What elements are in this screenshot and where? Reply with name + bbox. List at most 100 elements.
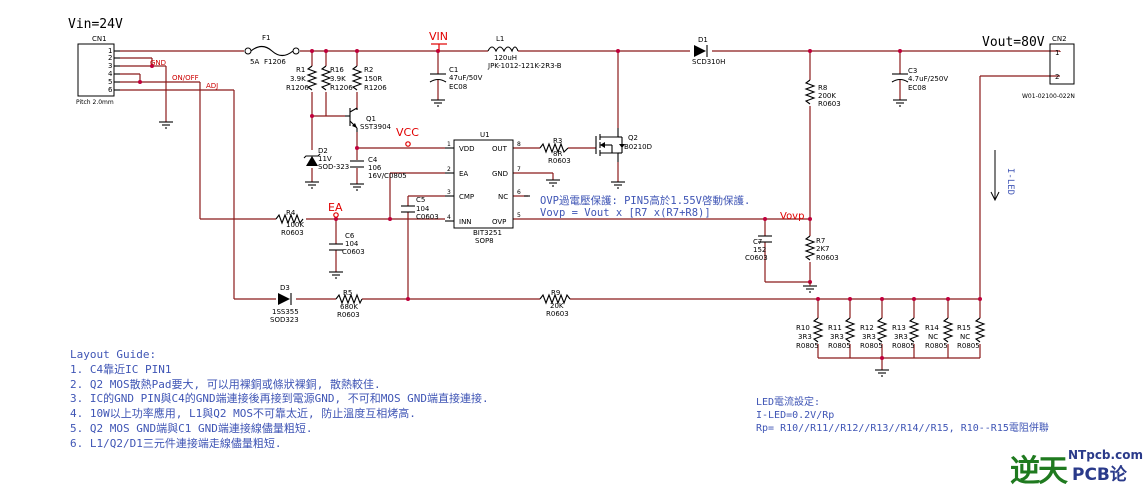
ground-icon-sense (875, 369, 889, 377)
r8-resistor-icon (804, 79, 816, 105)
led-current-note: LED電流設定: I-LED=0.2V/Rp Rp= R10//R11//R12… (756, 396, 1049, 435)
r14-package: R0805 (925, 342, 948, 350)
ground-icon-c6 (329, 271, 343, 279)
r3-package: R0603 (548, 157, 571, 165)
d1-package: SCD310H (692, 58, 725, 66)
r12-package: R0805 (860, 342, 883, 350)
r2-resistor-icon (351, 65, 363, 91)
r9-ref: R9 (551, 289, 560, 297)
c4-ref: C4 (368, 156, 378, 164)
cn1-pin-3: 3 (108, 62, 112, 70)
u1-pin-num-8: 8 (517, 141, 521, 148)
r12-value: 3R3 (862, 333, 876, 341)
u1-pin-vdd: VDD (459, 145, 475, 153)
c3-capacitor-icon (891, 73, 909, 107)
u1-pin-nc: NC (498, 193, 508, 201)
q1-value: SST3904 (360, 123, 392, 131)
c5-ref: C5 (416, 196, 425, 204)
r7-value: 2K7 (816, 245, 830, 253)
r5-resistor-icon (335, 293, 363, 305)
r5-ref: R5 (343, 289, 352, 297)
r11-value: 3R3 (830, 333, 844, 341)
c7-package: C0603 (745, 254, 768, 262)
u1-pin-cmp: CMP (459, 193, 474, 201)
layout-guide: Layout Guide: 1. C4靠近IC PIN1 2. Q2 MOS散熱… (70, 348, 489, 452)
cn2-note: W01-02100-022N (1022, 93, 1075, 100)
onoff-net-label: ON/OFF (172, 74, 199, 82)
q2-ref: Q2 (628, 134, 638, 142)
r16-value: 3.9K (330, 75, 346, 83)
q1-transistor-icon (345, 107, 358, 132)
r4-ref: R4 (286, 209, 296, 217)
logo-sup: NTpcb.com (1068, 448, 1143, 462)
c1-ref: C1 (449, 66, 458, 74)
r8-ref: R8 (818, 84, 827, 92)
cn1-pin-4: 4 (108, 70, 113, 78)
ground-icon-u1 (546, 179, 560, 187)
cn2-pin-2: 2 (1055, 73, 1059, 81)
r16-resistor-icon (320, 65, 332, 91)
layout-guide-item-2: 2. Q2 MOS散熱Pad要大, 可以用裸銅或條狀裸銅, 散熱較佳. (70, 377, 381, 391)
c6-value: 104 (345, 240, 359, 248)
q2-mosfet-icon (595, 128, 625, 162)
r10-resistor-icon (812, 317, 824, 343)
junctions (138, 49, 982, 360)
cn1-pin-6: 6 (108, 86, 113, 94)
u1-ref: U1 (480, 131, 490, 139)
r1-value: 3.9K (290, 75, 306, 83)
r10-value: 3R3 (798, 333, 812, 341)
wires (120, 50, 1061, 370)
vin-net-label: VIN (429, 30, 448, 43)
d1-diode-icon (694, 45, 708, 57)
r15-resistor-icon (974, 317, 986, 343)
r2-value: 150R (364, 75, 382, 83)
u1-pin-num-5: 5 (517, 212, 521, 219)
r8-package: R0603 (818, 100, 841, 108)
r10-ref: R10 (796, 324, 810, 332)
led-note-line2: Rp= R10//R11//R12//R13//R14//R15, R10--R… (756, 423, 1049, 434)
u1-pin-ovp: OVP (492, 218, 506, 226)
c1-value: 47uF/50V (449, 74, 483, 82)
c1-capacitor-icon (429, 73, 447, 107)
cn2-pin-1: 1 (1055, 49, 1059, 57)
ovp-note-line2: Vovp = Vout x [R7 x(R7+R8)] (540, 207, 711, 219)
d2-value: 11V (318, 155, 332, 163)
cn1-note: Pitch 2.0mm (76, 99, 114, 106)
led-note-title: LED電流設定: (756, 397, 821, 408)
l1-inductor-icon (487, 46, 519, 53)
layout-guide-item-1: 1. C4靠近IC PIN1 (70, 362, 172, 376)
r15-ref: R15 (957, 324, 971, 332)
r8-value: 200K (818, 92, 836, 100)
u1-package: SOP8 (475, 237, 494, 245)
layout-guide-item-6: 6. L1/Q2/D1三元件連接端走線儘量粗短. (70, 436, 282, 450)
u1-pin-num-4: 4 (447, 214, 451, 221)
r11-ref: R11 (828, 324, 842, 332)
r2-package: R1206 (364, 84, 387, 92)
vout-title: Vout=80V (982, 35, 1045, 50)
r13-ref: R13 (892, 324, 906, 332)
led-note-line1: I-LED=0.2V/Rp (756, 410, 835, 421)
layout-guide-title: Layout Guide: (70, 348, 157, 361)
r13-package: R0805 (892, 342, 915, 350)
r3-value: 8R (553, 150, 562, 158)
c4-package: 16V/C0805 (368, 172, 407, 180)
ea-net-label: EA (328, 201, 343, 214)
cn1-pin-1: 1 (108, 47, 112, 55)
d3-value: 1SS355 (272, 308, 299, 316)
r4-value: 100K (286, 221, 304, 229)
i-led-arrow-icon (990, 150, 1000, 202)
layout-guide-item-3: 3. IC的GND PIN與C4的GND端連接後再接到電源GND, 不可和MOS… (70, 392, 489, 406)
r12-ref: R12 (860, 324, 874, 332)
cn1-connector: CN1 1 2 3 4 5 6 Pitch 2.0mm (76, 35, 120, 106)
r14-resistor-icon (942, 317, 954, 343)
ground-icon-cn1 (159, 121, 173, 129)
r13-value: 3R3 (894, 333, 908, 341)
adj-net-label: ADJ (206, 82, 218, 90)
c7-ref: C7 (753, 238, 762, 246)
ground-icon-q2 (611, 181, 625, 189)
r5-package: R0603 (337, 311, 360, 319)
r14-value: NC (928, 333, 938, 341)
r14-ref: R14 (925, 324, 939, 332)
